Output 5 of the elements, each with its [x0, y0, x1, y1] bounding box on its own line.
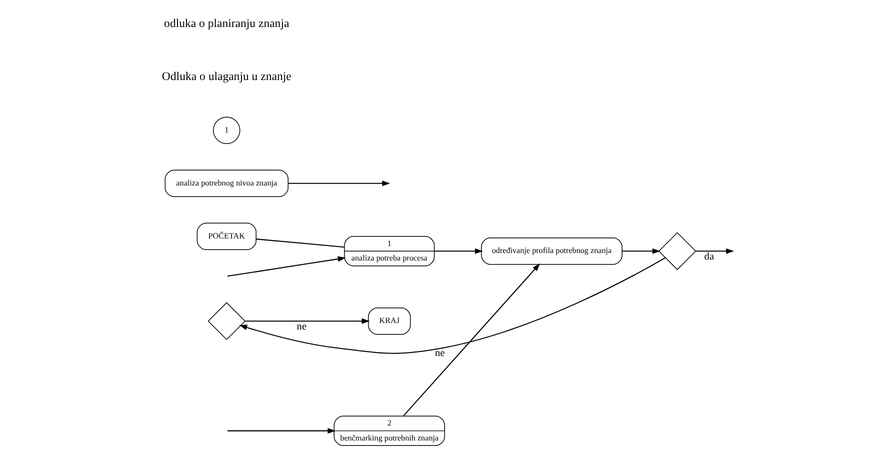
- edge-label: ne: [434, 348, 444, 359]
- label: odluka o planiranju znanja: [164, 17, 289, 30]
- edge-label: ne: [296, 321, 306, 332]
- edge-label: da: [704, 251, 714, 262]
- label: Odluka o ulaganju u znanje: [161, 70, 291, 84]
